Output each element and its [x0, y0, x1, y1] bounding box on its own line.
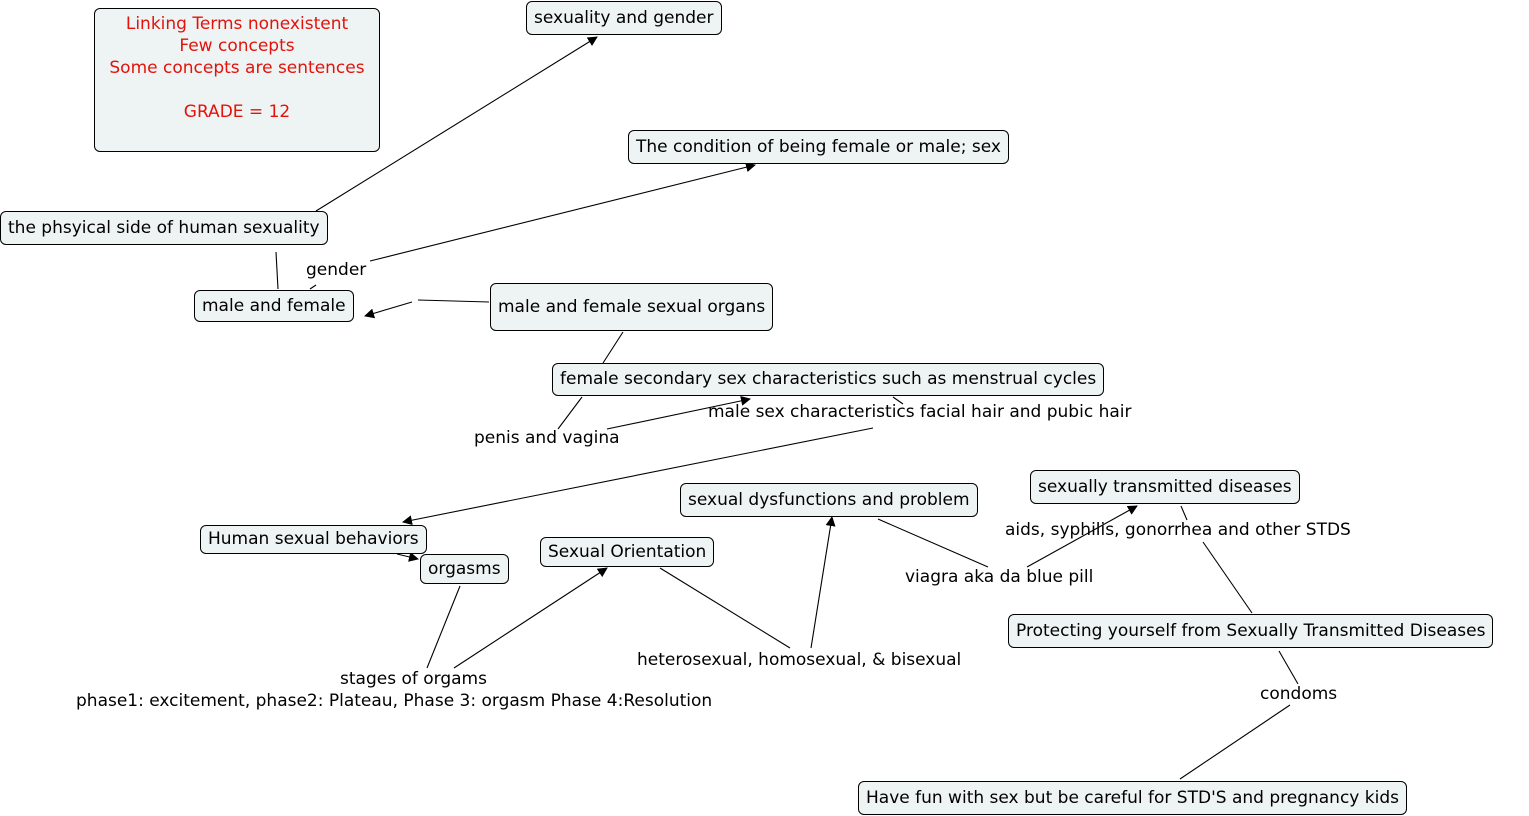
link-organs-to-female-secondary: [602, 331, 624, 364]
concept-stds[interactable]: sexually transmitted diseases: [1030, 470, 1300, 504]
link-label-male-sex-characteristics: male sex characteristics facial hair and…: [708, 402, 1132, 422]
concept-sexual-orientation[interactable]: Sexual Orientation: [540, 537, 715, 567]
link-gender-to-male-female: [309, 284, 317, 290]
link-gender-to-condition: [369, 162, 756, 262]
link-female-secondary-to-male-char: [892, 396, 904, 405]
concept-physical-side[interactable]: the phsyical side of human sexuality: [0, 211, 328, 245]
note-line-2: Few concepts: [179, 36, 295, 56]
link-label-gender: gender: [306, 260, 367, 280]
concept-female-secondary[interactable]: female secondary sex characteristics suc…: [552, 363, 1105, 396]
link-label-penis-and-vagina: penis and vagina: [474, 428, 620, 448]
link-dysfunctions-to-viagra: [877, 518, 989, 568]
link-stds-to-aids: [1180, 505, 1188, 521]
link-label-condoms: condoms: [1260, 684, 1338, 704]
link-viagra-to-stds: [1026, 505, 1138, 568]
link-label-viagra: viagra aka da blue pill: [905, 567, 1094, 587]
note-line-1: Linking Terms nonexistent: [125, 14, 349, 34]
concept-condition-female-male[interactable]: The condition of being female or male; s…: [628, 130, 1009, 164]
link-condoms-to-have-fun: [1179, 704, 1291, 780]
link-label-heterosexual: heterosexual, homosexual, & bisexual: [637, 650, 962, 670]
concept-sexual-dysfunctions[interactable]: sexual dysfunctions and problem: [680, 483, 978, 517]
link-stages-to-orientation: [453, 567, 608, 669]
link-hetero-to-dysfunctions: [810, 516, 836, 649]
link-protecting-to-condoms: [1278, 650, 1299, 685]
link-organs-to-male-female: [417, 299, 490, 303]
link-label-stages-of-orgams: stages of orgams: [340, 669, 487, 689]
concept-human-sexual-behaviors[interactable]: Human sexual behaviors: [200, 525, 427, 554]
link-behaviors-to-orgasms: [396, 552, 419, 562]
concept-sexuality-and-gender[interactable]: sexuality and gender: [526, 1, 722, 35]
link-label-phases: phase1: excitement, phase2: Plateau, Pha…: [76, 691, 713, 711]
concept-sexual-organs[interactable]: male and female sexual organs: [490, 283, 774, 331]
concept-protecting-yourself[interactable]: Protecting yourself from Sexually Transm…: [1008, 614, 1494, 648]
link-orientation-to-hetero: [659, 567, 791, 649]
link-organs-to-male-female-arrow: [364, 301, 413, 319]
link-aids-to-protecting: [1202, 541, 1253, 614]
concept-male-and-female[interactable]: male and female: [194, 290, 354, 322]
link-penis-to-female-secondary: [606, 395, 751, 430]
link-label-aids-syphilis: aids, syphilis, gonorrhea and other STDS: [1005, 520, 1351, 540]
grading-note: Linking Terms nonexistent Few concepts S…: [94, 8, 380, 152]
note-line-4: [95, 79, 379, 101]
note-line-3: Some concepts are sentences: [109, 58, 365, 78]
note-line-5: GRADE = 12: [183, 102, 291, 122]
link-physical-to-male-female: [275, 251, 279, 290]
link-male-char-to-behaviors: [402, 427, 874, 526]
concept-have-fun[interactable]: Have fun with sex but be careful for STD…: [858, 781, 1407, 815]
link-orgasms-to-stages: [426, 585, 461, 669]
concept-orgasms[interactable]: orgasms: [420, 554, 509, 584]
link-physical-to-sexuality-gender: [315, 36, 598, 212]
link-female-secondary-to-penis: [557, 396, 583, 430]
